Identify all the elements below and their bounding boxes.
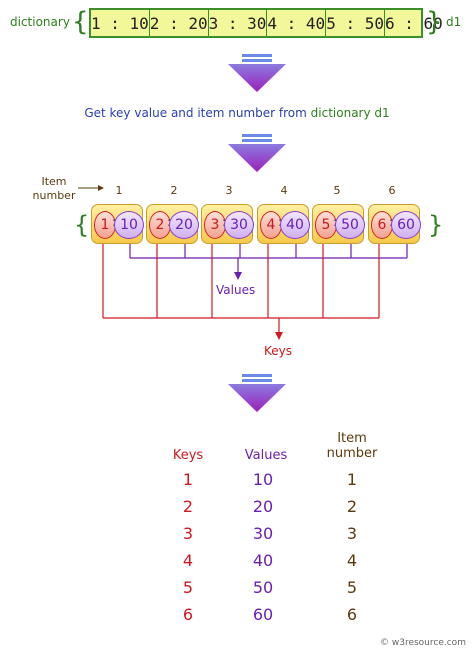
table-header-item-number: Item number bbox=[326, 431, 378, 461]
item-number: 3 bbox=[225, 184, 233, 197]
table-cell-value: 40 bbox=[252, 551, 274, 570]
table-cell-key: 6 bbox=[182, 605, 194, 624]
item-label-line2: number bbox=[32, 189, 76, 202]
item-number: 2 bbox=[170, 184, 178, 197]
table-cell-item-number: 1 bbox=[346, 470, 358, 489]
table-cell-value: 30 bbox=[252, 524, 274, 543]
value-oval: 40 bbox=[280, 211, 310, 239]
keys-label: Keys bbox=[264, 344, 293, 358]
value-oval: 30 bbox=[224, 211, 254, 239]
table-cell-value: 60 bbox=[252, 605, 274, 624]
pair-box: 5 : 50 bbox=[312, 204, 365, 244]
table-header-values: Values bbox=[244, 448, 288, 463]
footer-credit: © w3resource.com bbox=[380, 638, 466, 648]
dict-pair: 5 : 50 bbox=[326, 10, 385, 36]
dict-pair: 3 : 30 bbox=[209, 10, 268, 36]
table-cell-value: 50 bbox=[252, 578, 274, 597]
table-cell-key: 1 bbox=[182, 470, 194, 489]
value-oval: 10 bbox=[114, 211, 144, 239]
pair-box: 6 : 60 bbox=[368, 204, 421, 244]
item-number-arrow-icon bbox=[78, 185, 104, 191]
dict-pair: 2 : 20 bbox=[150, 10, 209, 36]
value-oval: 60 bbox=[391, 211, 421, 239]
caption: Get key value and item number from dicti… bbox=[0, 106, 474, 120]
table-cell-item-number: 5 bbox=[346, 578, 358, 597]
down-arrow-icon bbox=[228, 374, 286, 412]
table-cell-item-number: 6 bbox=[346, 605, 358, 624]
dict-pair: 6 : 60 bbox=[384, 13, 443, 33]
dict-pair: 4 : 40 bbox=[267, 10, 327, 36]
values-label: Values bbox=[216, 283, 256, 297]
item-header-line1: Item bbox=[337, 431, 367, 446]
dict-pair: 1 : 10 bbox=[91, 10, 150, 36]
item-number: 4 bbox=[280, 184, 288, 197]
pair-box: 2 : 20 bbox=[146, 204, 199, 244]
down-arrow-icon bbox=[228, 134, 286, 172]
item-number: 1 bbox=[115, 184, 123, 197]
pair-box: 4 : 40 bbox=[257, 204, 310, 244]
table-cell-key: 2 bbox=[182, 497, 194, 516]
caption-text: Get key value and item number from bbox=[84, 106, 307, 120]
table-cell-key: 3 bbox=[182, 524, 194, 543]
item-header-line2: number bbox=[326, 446, 378, 461]
item-number: 5 bbox=[333, 184, 341, 197]
item-label-line1: Item bbox=[41, 175, 67, 188]
close-brace: } bbox=[428, 211, 444, 239]
down-arrow-icon bbox=[228, 54, 286, 92]
dictionary-label: dictionary bbox=[10, 15, 70, 29]
dictionary-box: 1 : 10 2 : 20 3 : 30 4 : 40 5 : 50 6 : 6… bbox=[89, 8, 443, 38]
table-header-keys: Keys bbox=[172, 448, 204, 463]
open-brace: { bbox=[72, 7, 89, 37]
table-cell-key: 4 bbox=[182, 551, 194, 570]
caption-highlight: dictionary d1 bbox=[310, 106, 390, 120]
keys-connector bbox=[102, 240, 380, 334]
value-oval: 20 bbox=[169, 211, 199, 239]
table-cell-item-number: 4 bbox=[346, 551, 358, 570]
item-number: 6 bbox=[388, 184, 396, 197]
pair-box: 1 : 10 bbox=[91, 204, 144, 244]
table-cell-item-number: 2 bbox=[346, 497, 358, 516]
values-arrowhead bbox=[234, 272, 242, 280]
table-cell-value: 20 bbox=[252, 497, 274, 516]
dictionary-name: d1 bbox=[446, 15, 462, 29]
close-brace: } bbox=[426, 7, 443, 37]
table-cell-item-number: 3 bbox=[346, 524, 358, 543]
table-cell-value: 10 bbox=[252, 470, 274, 489]
keys-arrowhead bbox=[275, 332, 283, 340]
pair-box: 3 : 30 bbox=[201, 204, 254, 244]
item-number-label: Item number bbox=[32, 175, 76, 203]
open-brace: { bbox=[74, 211, 90, 239]
value-oval: 50 bbox=[335, 211, 365, 239]
table-cell-key: 5 bbox=[182, 578, 194, 597]
